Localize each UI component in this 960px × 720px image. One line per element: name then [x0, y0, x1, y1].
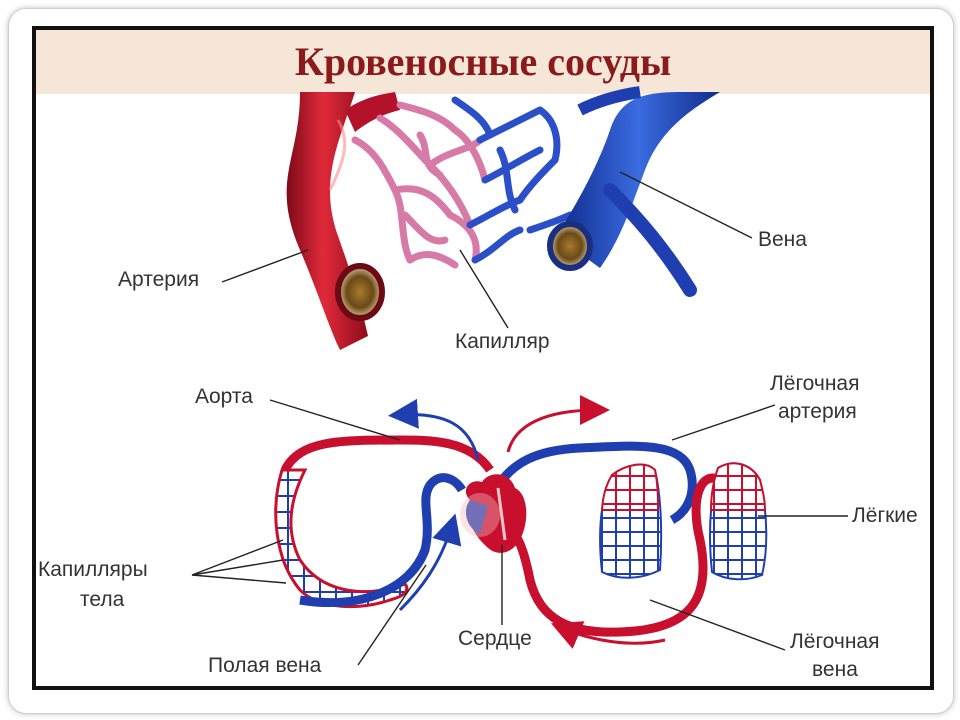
circulation-scheme	[274, 395, 768, 649]
title-band	[36, 30, 930, 94]
capillary-network	[351, 101, 489, 269]
heart	[460, 474, 527, 553]
arrow-vena-cava-in	[398, 513, 462, 612]
arrow-pulmonary-vein-in	[550, 621, 666, 649]
label-pulmonary-artery-1: Лёгочная	[770, 372, 859, 395]
arrow-systemic-out	[388, 398, 480, 461]
label-vena-cava: Полая вена	[208, 654, 322, 677]
label-pulmonary-artery-2: артерия	[778, 400, 857, 423]
vessels-illustration	[286, 86, 720, 350]
label-vein: Вена	[758, 228, 807, 251]
arrow-pulmonary-out	[506, 395, 610, 453]
label-artery: Артерия	[118, 268, 199, 291]
label-capillary: Капилляр	[455, 330, 550, 353]
label-pointers	[191, 171, 848, 666]
vein-lumen	[547, 221, 593, 271]
label-body-capillaries-1: Капилляры	[38, 558, 148, 581]
label-pulmonary-vein-2: вена	[812, 658, 858, 681]
label-heart: Сердце	[458, 627, 532, 650]
body-capillaries	[274, 468, 409, 609]
vein-vessel	[556, 92, 720, 268]
artery-lumen	[335, 263, 385, 321]
label-aorta: Аорта	[195, 385, 253, 408]
venule-network	[451, 96, 574, 264]
label-lungs: Лёгкие	[852, 504, 918, 527]
label-pulmonary-vein-1: Лёгочная	[790, 630, 879, 653]
slide-title: Кровеносные сосуды	[294, 39, 672, 84]
label-body-capillaries-2: тела	[80, 588, 125, 611]
